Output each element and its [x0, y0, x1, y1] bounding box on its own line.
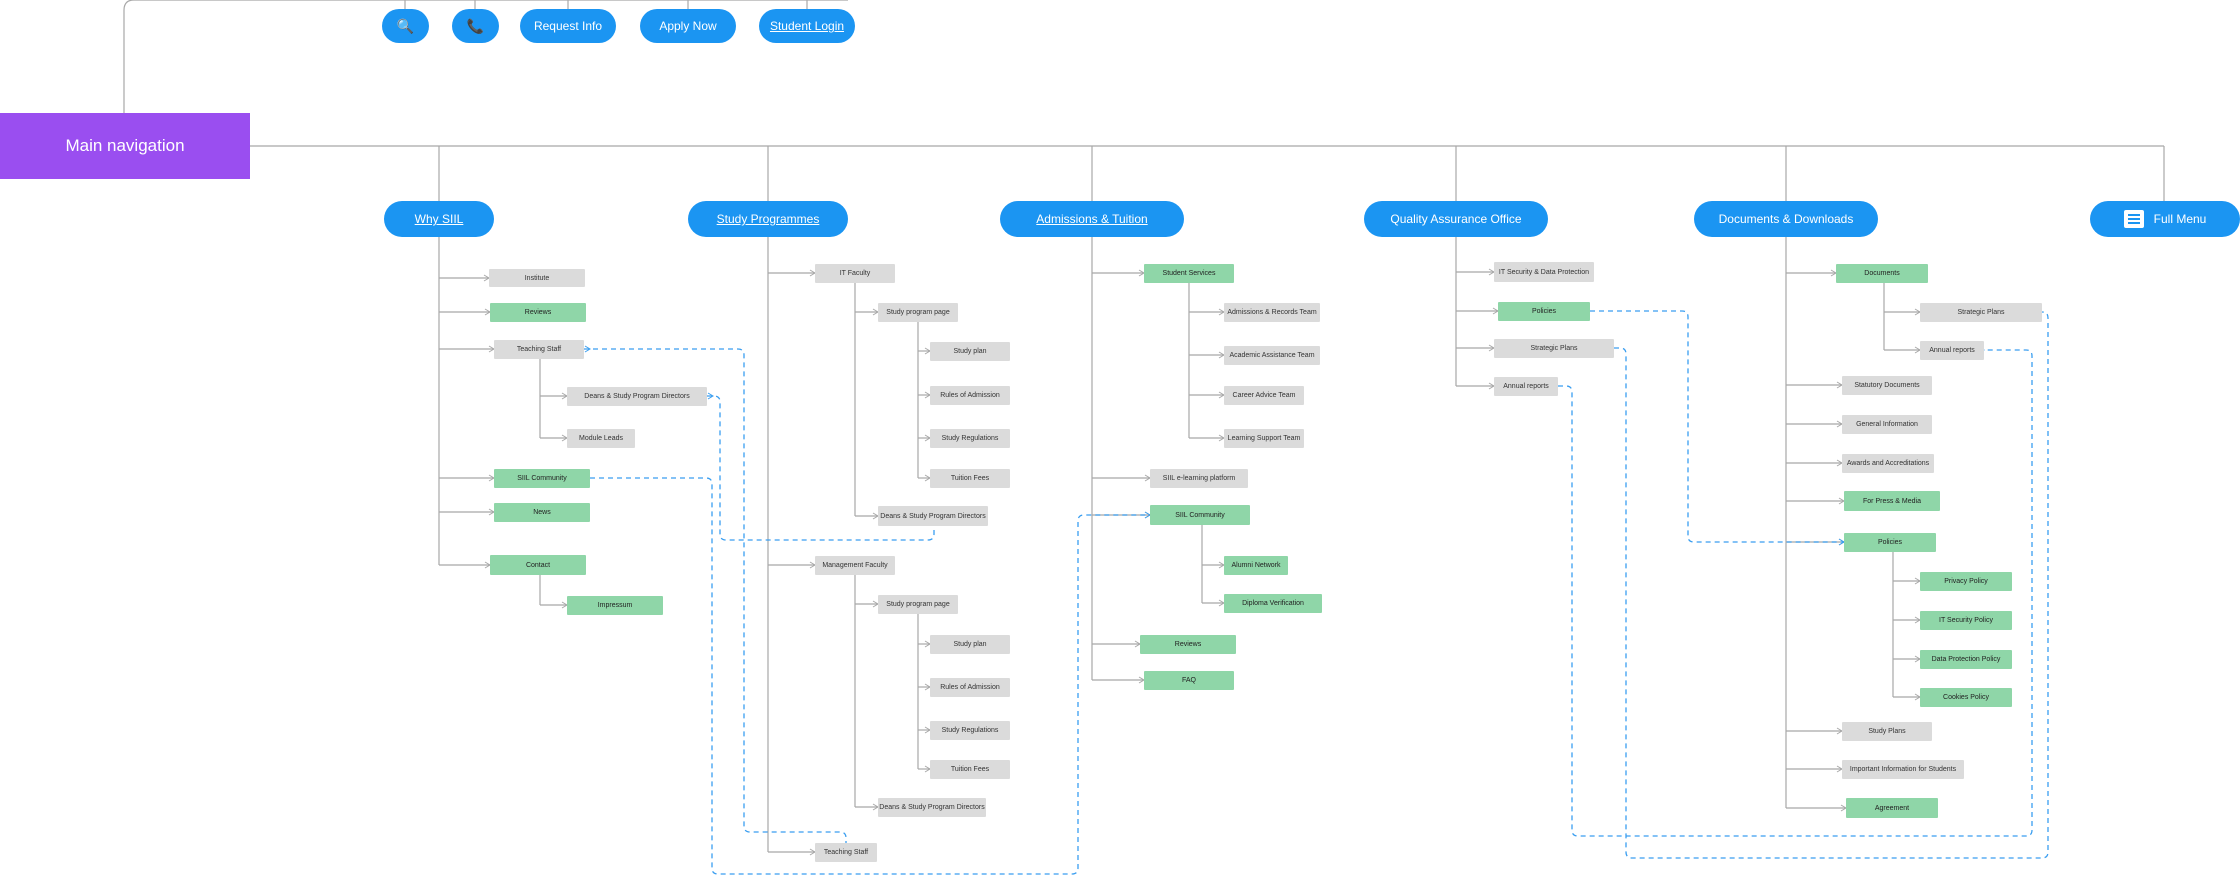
admissions-records-team-node[interactable]: Admissions & Records Team: [1224, 303, 1320, 322]
it-security-data-protection-node[interactable]: IT Security & Data Protection: [1494, 262, 1594, 282]
search-icon: 🔍: [396, 18, 415, 34]
mgmt-study-program-page-node[interactable]: Study program page: [878, 595, 958, 614]
privacy-policy-node[interactable]: Privacy Policy: [1920, 572, 2012, 591]
dash-annual-reports: [1558, 349, 2033, 837]
admissions-siil-community-node[interactable]: SIIL Community: [1150, 505, 1250, 525]
learning-support-team-node[interactable]: Learning Support Team: [1224, 429, 1304, 448]
dash-deans: [707, 395, 935, 541]
admissions-tuition-node[interactable]: Admissions & Tuition: [1000, 201, 1184, 237]
why-siil-node[interactable]: Why SIIL: [384, 201, 494, 237]
mgmt-study-plan-node[interactable]: Study plan: [930, 635, 1010, 654]
diploma-verification-node[interactable]: Diploma Verification: [1224, 594, 1322, 613]
dash-policies: [1590, 310, 1844, 543]
it-study-regulations-node[interactable]: Study Regulations: [930, 429, 1010, 448]
top-bar-line: [123, 0, 848, 113]
it-faculty-node[interactable]: IT Faculty: [815, 264, 895, 283]
docs-annual-reports-node[interactable]: Annual reports: [1920, 341, 1984, 360]
mgmt-deans-directors-node[interactable]: Deans & Study Program Directors: [878, 798, 986, 817]
elearning-platform-node[interactable]: SIIL e-learning platform: [1150, 469, 1248, 488]
dash-teaching-staff-arrow: [584, 345, 591, 353]
siil-community-node[interactable]: SIIL Community: [494, 469, 590, 488]
menu-icon: [2123, 210, 2144, 228]
apply-now-button[interactable]: Apply Now: [640, 9, 736, 43]
contact-node[interactable]: Contact: [490, 555, 586, 575]
impressum-node[interactable]: Impressum: [567, 596, 663, 615]
it-rules-of-admission-node[interactable]: Rules of Admission: [930, 386, 1010, 405]
management-faculty-node[interactable]: Management Faculty: [815, 556, 895, 575]
dash-community: [590, 477, 1150, 875]
mgmt-rules-of-admission-node[interactable]: Rules of Admission: [930, 678, 1010, 697]
statutory-documents-node[interactable]: Statutory Documents: [1842, 376, 1932, 395]
agreement-node[interactable]: Agreement: [1846, 798, 1938, 818]
mgmt-study-regulations-node[interactable]: Study Regulations: [930, 721, 1010, 740]
module-leads-node[interactable]: Module Leads: [567, 429, 635, 448]
sp-teaching-staff-node[interactable]: Teaching Staff: [815, 843, 877, 862]
student-services-node[interactable]: Student Services: [1144, 264, 1234, 283]
general-information-node[interactable]: General Information: [1842, 415, 1932, 434]
dash-teaching-staff: [584, 348, 847, 843]
admissions-reviews-node[interactable]: Reviews: [1140, 635, 1236, 654]
full-menu-node[interactable]: Full Menu: [2090, 201, 2240, 237]
data-protection-policy-node[interactable]: Data Protection Policy: [1920, 650, 2012, 669]
dash-strategic-plans: [1614, 311, 2049, 859]
quality-assurance-node[interactable]: Quality Assurance Office: [1364, 201, 1548, 237]
study-programmes-node[interactable]: Study Programmes: [688, 201, 848, 237]
docs-strategic-plans-node[interactable]: Strategic Plans: [1920, 303, 2042, 322]
docs-policies-node[interactable]: Policies: [1844, 533, 1936, 552]
reviews-node[interactable]: Reviews: [490, 303, 586, 322]
institute-node[interactable]: Institute: [489, 269, 585, 287]
phone-icon: 📞: [466, 18, 485, 34]
request-info-button[interactable]: Request Info: [520, 9, 616, 43]
teaching-staff-node[interactable]: Teaching Staff: [494, 340, 584, 359]
main-navigation-node[interactable]: Main navigation: [0, 113, 250, 179]
press-media-node[interactable]: For Press & Media: [1844, 491, 1940, 511]
news-node[interactable]: News: [494, 503, 590, 522]
it-deans-directors-node[interactable]: Deans & Study Program Directors: [878, 506, 988, 526]
faq-node[interactable]: FAQ: [1144, 671, 1234, 690]
documents-downloads-node[interactable]: Documents & Downloads: [1694, 201, 1878, 237]
deans-directors-node[interactable]: Deans & Study Program Directors: [567, 387, 707, 406]
cookies-policy-node[interactable]: Cookies Policy: [1920, 688, 2012, 707]
mgmt-tuition-fees-node[interactable]: Tuition Fees: [930, 760, 1010, 779]
student-login-button[interactable]: Student Login: [759, 9, 855, 43]
study-plans-node[interactable]: Study Plans: [1842, 722, 1932, 741]
full-menu-label: Full Menu: [2153, 212, 2207, 226]
phone-button[interactable]: 📞: [452, 9, 499, 43]
documents-node[interactable]: Documents: [1836, 264, 1928, 283]
quality-annual-reports-node[interactable]: Annual reports: [1494, 377, 1558, 396]
quality-strategic-plans-node[interactable]: Strategic Plans: [1494, 339, 1614, 358]
search-button[interactable]: 🔍: [382, 9, 429, 43]
alumni-network-node[interactable]: Alumni Network: [1224, 556, 1288, 575]
awards-accreditations-node[interactable]: Awards and Accreditations: [1842, 454, 1934, 473]
quality-policies-node[interactable]: Policies: [1498, 302, 1590, 321]
academic-assistance-team-node[interactable]: Academic Assistance Team: [1224, 346, 1320, 365]
dash-deans-arrow: [707, 392, 714, 400]
important-information-node[interactable]: Important Information for Students: [1842, 760, 1964, 779]
it-tuition-fees-node[interactable]: Tuition Fees: [930, 469, 1010, 488]
it-study-plan-node[interactable]: Study plan: [930, 342, 1010, 361]
it-security-policy-node[interactable]: IT Security Policy: [1920, 611, 2012, 630]
career-advice-team-node[interactable]: Career Advice Team: [1224, 386, 1304, 405]
it-study-program-page-node[interactable]: Study program page: [878, 303, 958, 322]
